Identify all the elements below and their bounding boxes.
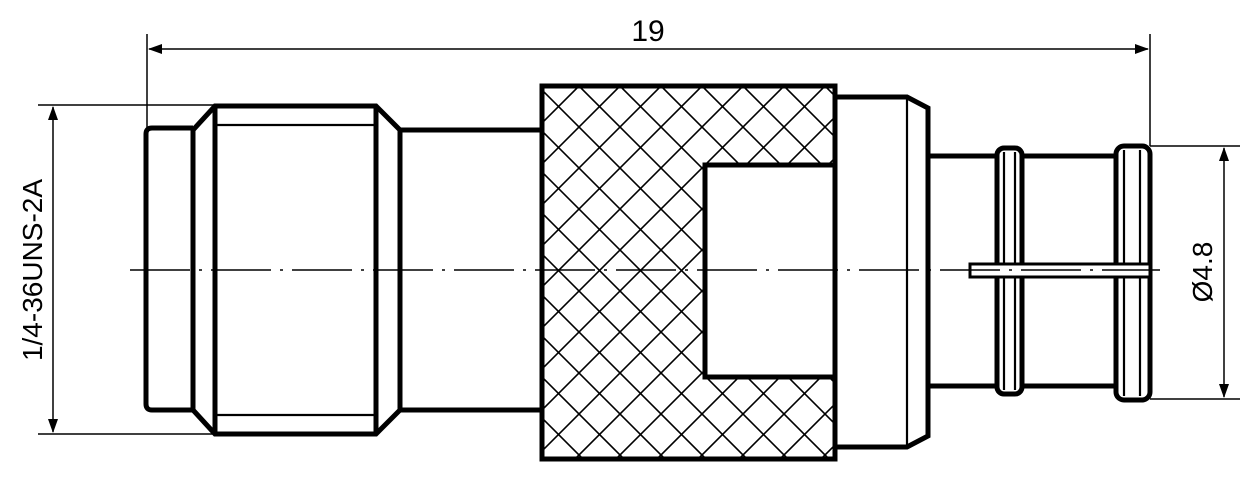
knurl-line bbox=[701, 86, 835, 221]
knurl-line bbox=[542, 334, 666, 459]
knurl-line bbox=[542, 170, 830, 459]
knurl-line bbox=[542, 293, 707, 459]
receptacle-end bbox=[925, 143, 1153, 403]
knurl-line bbox=[738, 361, 835, 459]
knurl-line bbox=[660, 86, 835, 262]
collar bbox=[832, 94, 931, 450]
knurled-nut bbox=[539, 83, 838, 462]
knurl-line bbox=[697, 320, 835, 459]
knurl-line bbox=[542, 86, 744, 289]
length-dimension: 19 bbox=[146, 15, 1151, 146]
knurl-line bbox=[542, 252, 748, 459]
knurl-line bbox=[542, 86, 662, 207]
thread-dimension: 1/4-36UNS-2A bbox=[17, 104, 215, 435]
knurl-line bbox=[542, 211, 789, 459]
knurl-line bbox=[542, 86, 703, 248]
diameter-dimension-label: Ø4.8 bbox=[1187, 242, 1218, 303]
length-dimension-label: 19 bbox=[631, 15, 664, 48]
knurl-line bbox=[742, 86, 835, 180]
thread-dimension-label: 1/4-36UNS-2A bbox=[17, 179, 48, 361]
knurl-line bbox=[542, 86, 621, 166]
hex-flat-outline bbox=[702, 162, 835, 380]
collar-body bbox=[832, 94, 931, 450]
knurl-line bbox=[542, 375, 625, 459]
knurl-line bbox=[542, 86, 785, 330]
knurl-line bbox=[656, 279, 835, 459]
diameter-dimension: Ø4.8 bbox=[1150, 145, 1240, 400]
knurl-line bbox=[542, 86, 826, 371]
knurl-line bbox=[542, 115, 835, 412]
front-lip bbox=[143, 125, 193, 413]
knurl-line bbox=[542, 129, 835, 426]
